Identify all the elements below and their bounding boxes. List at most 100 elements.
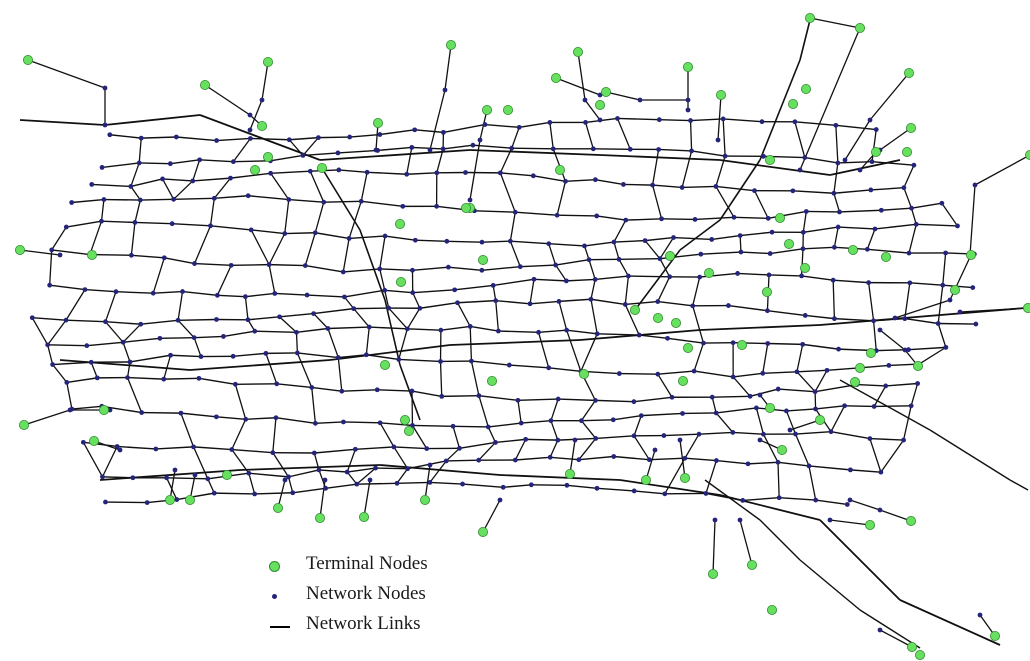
network-node [442, 87, 448, 93]
network-node [438, 327, 444, 333]
network-node [272, 291, 278, 296]
network-node [787, 427, 793, 433]
network-link [272, 452, 290, 478]
network-link [193, 225, 212, 264]
network-node [509, 145, 515, 151]
network-node [479, 239, 485, 245]
network-node [594, 485, 600, 491]
network-node [192, 472, 198, 478]
network-link [959, 307, 1029, 313]
network-link [937, 323, 947, 348]
network-link [319, 479, 326, 519]
network-node [765, 308, 770, 314]
network-link [292, 487, 326, 494]
network-node [528, 482, 534, 488]
network-link [239, 464, 381, 471]
network-link [346, 471, 358, 485]
network-link [346, 449, 356, 473]
network-node [99, 218, 104, 224]
network-node [792, 119, 798, 125]
network-node [138, 135, 144, 141]
network-link [369, 326, 408, 330]
network-link [170, 159, 200, 165]
network-link [126, 377, 143, 413]
network-node [103, 319, 108, 325]
network-node [107, 132, 113, 138]
network-link [722, 118, 726, 157]
network-link [633, 396, 673, 403]
network-link [749, 388, 779, 397]
network-node [611, 454, 617, 459]
network-link [684, 457, 717, 462]
network-link [164, 257, 195, 265]
network-link [443, 144, 474, 150]
network-node [692, 217, 698, 222]
network-node [655, 371, 661, 377]
terminal-node [99, 404, 110, 415]
network-link [177, 319, 195, 339]
network-link [32, 317, 67, 321]
network-node [555, 396, 561, 402]
network-link [755, 407, 765, 435]
network-node [246, 470, 252, 476]
network-link [353, 308, 370, 328]
network-link [141, 411, 181, 414]
network-node [404, 326, 410, 332]
network-link [515, 456, 551, 461]
terminal-nodes [14, 12, 1030, 661]
network-node [377, 132, 383, 137]
network-link [19, 249, 61, 256]
network-link [180, 412, 217, 418]
network-link [343, 421, 381, 424]
network-node [523, 436, 529, 442]
network-node [410, 267, 415, 273]
network-link [274, 292, 308, 296]
network-link [910, 208, 917, 225]
network-node [597, 117, 603, 123]
network-node [405, 466, 411, 472]
terminal-node [14, 244, 25, 255]
network-node [915, 381, 920, 386]
network-node [312, 420, 318, 426]
network-link [207, 478, 215, 494]
terminal-node [486, 375, 497, 386]
network-link [138, 138, 142, 163]
terminal-node [641, 474, 652, 485]
terminal-node [815, 414, 826, 425]
network-link [578, 438, 597, 461]
network-node [243, 416, 249, 422]
network-node [828, 429, 834, 435]
network-link [216, 265, 232, 296]
network-node [586, 257, 592, 263]
network-node [434, 170, 440, 176]
network-link [478, 395, 489, 428]
network-node [171, 196, 177, 202]
network-node [172, 467, 178, 473]
network-node [341, 419, 346, 425]
network-link [733, 372, 763, 378]
network-node [69, 200, 75, 205]
network-node [63, 317, 69, 323]
network-link [337, 357, 343, 392]
network-link [134, 221, 173, 225]
network-node [527, 301, 533, 307]
network-link [276, 383, 312, 389]
network-node [382, 287, 388, 293]
network-node [576, 457, 582, 463]
network-node [452, 287, 458, 293]
network-node [892, 315, 898, 321]
network-link [327, 326, 370, 330]
network-node [339, 388, 345, 394]
network-node [424, 446, 430, 452]
network-link [231, 419, 247, 450]
network-node [831, 316, 837, 322]
network-link [509, 364, 549, 369]
network-node [128, 184, 134, 189]
network-link [309, 170, 325, 203]
network-node [63, 224, 69, 230]
network-node [877, 327, 883, 333]
terminal-node [907, 642, 918, 653]
network-link [140, 319, 179, 325]
network-node [101, 197, 107, 202]
network-link [194, 335, 224, 339]
